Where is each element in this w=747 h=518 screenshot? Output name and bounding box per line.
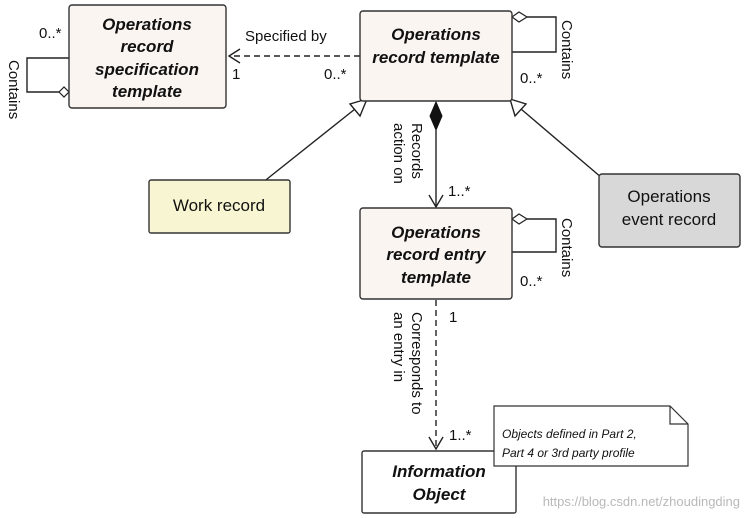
box-title-line: template: [112, 82, 182, 101]
box-title-line: Operations: [391, 223, 481, 242]
watermark: https://blog.csdn.net/zhoudingding: [543, 494, 740, 509]
operations-record-entry-template-box: Operations record entry template: [359, 207, 513, 300]
specified-by-connector: [227, 48, 360, 64]
corresponds-to-dependency: [428, 300, 444, 451]
spec-contains-multiplicity: 0..*: [39, 25, 62, 42]
box-title-line: record template: [372, 48, 500, 67]
operations-event-record-box: Operations event record: [598, 173, 741, 248]
box-title-line: Operations: [391, 25, 481, 44]
specified-by-label: Specified by: [245, 28, 327, 45]
note-box: Objects defined in Part 2, Part 4 or 3rd…: [493, 405, 689, 467]
records-action-on-multiplicity: 1..*: [448, 183, 471, 200]
records-action-on-label: action on: [390, 123, 407, 184]
record-contains-multiplicity: 0..*: [520, 70, 543, 87]
operations-record-specification-template-box: Operations record specification template: [68, 4, 227, 109]
specified-by-source-multiplicity: 0..*: [324, 66, 347, 83]
note-line: Objects defined in Part 2,: [502, 427, 637, 441]
entry-contains-label: Contains: [558, 218, 575, 277]
operations-record-template-box: Operations record template: [359, 10, 513, 102]
corresponds-target-multiplicity: 1..*: [449, 427, 472, 444]
corresponds-to-label: an entry in: [390, 312, 407, 382]
spec-contains-loop: [26, 57, 70, 98]
box-title-line: record: [121, 37, 175, 56]
box-title-line: Information: [392, 462, 486, 481]
corresponds-to-label: Corresponds to: [408, 312, 425, 415]
box-title-line: Work record: [173, 196, 265, 215]
specified-by-target-multiplicity: 1: [232, 66, 240, 83]
information-object-box: Information Object: [361, 450, 517, 514]
event-record-generalization: [508, 97, 603, 179]
box-title-line: record entry: [386, 245, 487, 264]
note-line: Part 4 or 3rd party profile: [502, 446, 635, 460]
records-action-on-composition: [428, 100, 444, 209]
box-title-line: specification: [95, 60, 199, 79]
record-contains-loop: [510, 11, 557, 53]
spec-contains-label: Contains: [5, 60, 22, 119]
records-action-on-label: Records: [408, 123, 425, 179]
box-title-line: Operations: [102, 15, 192, 34]
corresponds-source-multiplicity: 1: [449, 309, 457, 326]
entry-contains-loop: [510, 213, 557, 253]
box-title-line: Operations: [627, 187, 710, 206]
box-title-line: Object: [413, 485, 467, 504]
work-record-box: Work record: [148, 179, 291, 234]
record-contains-label: Contains: [558, 20, 575, 79]
box-title-line: template: [401, 268, 471, 287]
box-title-line: event record: [622, 210, 717, 229]
work-record-generalization: [261, 97, 369, 184]
entry-contains-multiplicity: 0..*: [520, 273, 543, 290]
